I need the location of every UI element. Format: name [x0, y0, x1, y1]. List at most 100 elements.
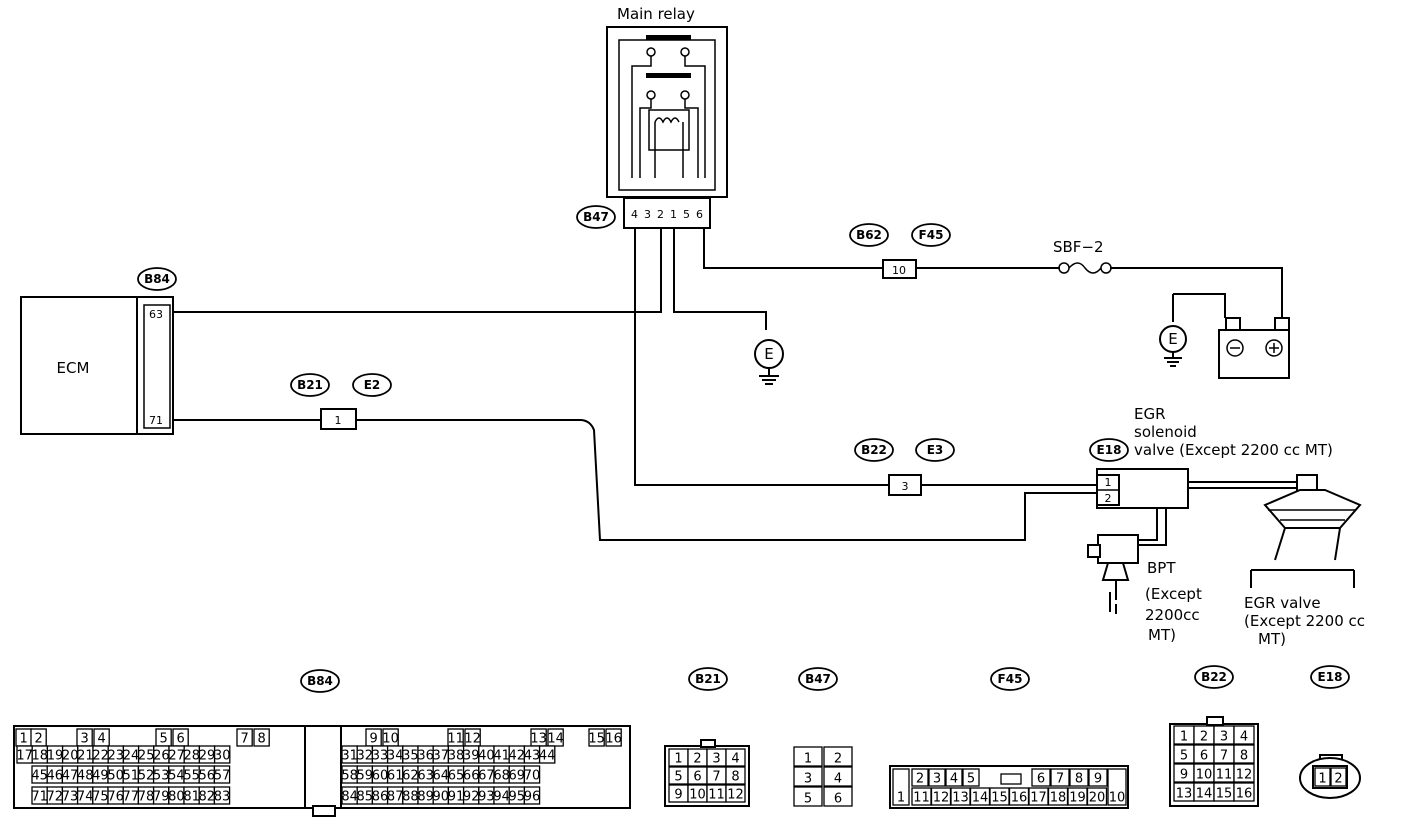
b84-pin: 14	[547, 732, 564, 747]
b84-pin: 32	[357, 749, 374, 764]
b84-pin: 51	[123, 769, 140, 784]
pin-cell	[236, 728, 253, 747]
egr-valve: EGR valve (Except 2200 cc MT)	[1244, 474, 1365, 648]
f45-pin: 9	[1094, 772, 1102, 787]
b84-pin: 8	[257, 732, 265, 747]
b84-pin: 41	[493, 749, 510, 764]
b22-e3-pin: 3	[902, 480, 909, 493]
b21-pin: 5	[674, 770, 682, 785]
b84-pin: 62	[402, 769, 419, 784]
view-tag-b21: B21	[695, 672, 721, 686]
pin-cell	[1069, 768, 1089, 787]
b21-pin: 7	[712, 770, 720, 785]
connector-tag-b21: B21	[297, 378, 323, 392]
inline-b22-e3: 3 B22 E3	[854, 438, 955, 496]
view-tag-e18: E18	[1318, 670, 1343, 684]
b84-pin: 87	[387, 790, 404, 805]
pin-cell	[1233, 763, 1255, 783]
e18-pin: 2	[1334, 772, 1342, 787]
b47-pin: 4	[631, 208, 638, 221]
b22-pin: 11	[1216, 768, 1233, 783]
b84-pin: 28	[184, 749, 201, 764]
b84-pin: 16	[605, 732, 622, 747]
b84-pin: 88	[402, 790, 419, 805]
wiring	[173, 228, 1300, 546]
b22-pin: 16	[1236, 787, 1253, 802]
b21-pin: 9	[674, 788, 682, 803]
b84-pin: 80	[168, 790, 185, 805]
b84-pin: 56	[199, 769, 216, 784]
b84-pin: 26	[153, 749, 170, 764]
pin-cell	[928, 768, 946, 787]
f45-pin: 18	[1050, 791, 1067, 806]
b84-pin: 20	[62, 749, 79, 764]
b21-pin: 11	[708, 788, 725, 803]
b84-pin: 9	[369, 732, 377, 747]
b84-pin: 75	[92, 790, 109, 805]
connector-tag-b47: B47	[583, 210, 609, 224]
connector-view-tags: B84 B21 B47 F45 B22 E18	[300, 665, 1350, 693]
b84-pin: 68	[493, 769, 510, 784]
b84-pin: 96	[524, 790, 541, 805]
b47-pin: 4	[834, 772, 842, 787]
b84-pin: 59	[357, 769, 374, 784]
b22-pin: 1	[1180, 730, 1188, 745]
b84-pin: 37	[433, 749, 450, 764]
b84-pin: 5	[159, 732, 167, 747]
f45-pin: 13	[952, 791, 969, 806]
b84-pin: 77	[123, 790, 140, 805]
b84-pin: 45	[31, 769, 48, 784]
connector-tag-b22: B22	[861, 443, 887, 457]
b62-f45-pin: 10	[892, 264, 906, 277]
b21-e2-pin: 1	[335, 414, 342, 427]
f45-pin: 19	[1069, 791, 1086, 806]
bpt: BPT (Except 2200cc MT)	[1087, 534, 1202, 644]
view-tag-b84: B84	[307, 674, 333, 688]
b84-pin: 15	[588, 732, 605, 747]
b84-pin: 55	[183, 769, 200, 784]
pin-cell	[605, 728, 622, 747]
f45-pin: 2	[916, 772, 924, 787]
ecm-pin-71: 71	[149, 414, 163, 427]
b84-pin: 38	[448, 749, 465, 764]
f45-pin: 11	[913, 791, 930, 806]
b84-pin: 18	[32, 749, 49, 764]
ecm: ECM 63 71 B84	[20, 267, 177, 435]
e18-pin-2: 2	[1105, 492, 1112, 505]
b84-pin: 66	[463, 769, 480, 784]
b84-pin: 95	[509, 790, 526, 805]
b84-pin: 94	[493, 790, 510, 805]
b84-pin: 79	[153, 790, 170, 805]
b21-pin: 6	[693, 770, 701, 785]
f45-pin: 1	[897, 791, 905, 806]
pin-cell	[945, 768, 963, 787]
b84-pin: 76	[107, 790, 124, 805]
fuse-sbf2: SBF−2	[1053, 238, 1112, 274]
e18-pin: 1	[1318, 772, 1326, 787]
pin-cell	[1233, 744, 1255, 764]
b84-pin: 4	[97, 732, 105, 747]
f45-pin: 14	[972, 791, 989, 806]
pin-cell	[1330, 767, 1347, 787]
b84-pin: 21	[77, 749, 94, 764]
b21-pin: 12	[727, 788, 744, 803]
b84-pin: 85	[357, 790, 374, 805]
b22-pin: 3	[1220, 730, 1228, 745]
ground-label: E	[764, 345, 773, 363]
b84-pin: 11	[447, 732, 464, 747]
b84-pin: 27	[168, 749, 185, 764]
b84-pin: 6	[176, 732, 184, 747]
b84-pin: 12	[464, 732, 481, 747]
b84-pin: 25	[138, 749, 155, 764]
b22-pin: 14	[1196, 787, 1213, 802]
b84-pin: 60	[372, 769, 389, 784]
egr-valve-label: EGR valve	[1244, 594, 1321, 612]
b47-pin: 2	[834, 752, 842, 767]
ecm-pin-63: 63	[149, 308, 163, 321]
b84-pin: 93	[478, 790, 495, 805]
b47-pin: 5	[683, 208, 690, 221]
